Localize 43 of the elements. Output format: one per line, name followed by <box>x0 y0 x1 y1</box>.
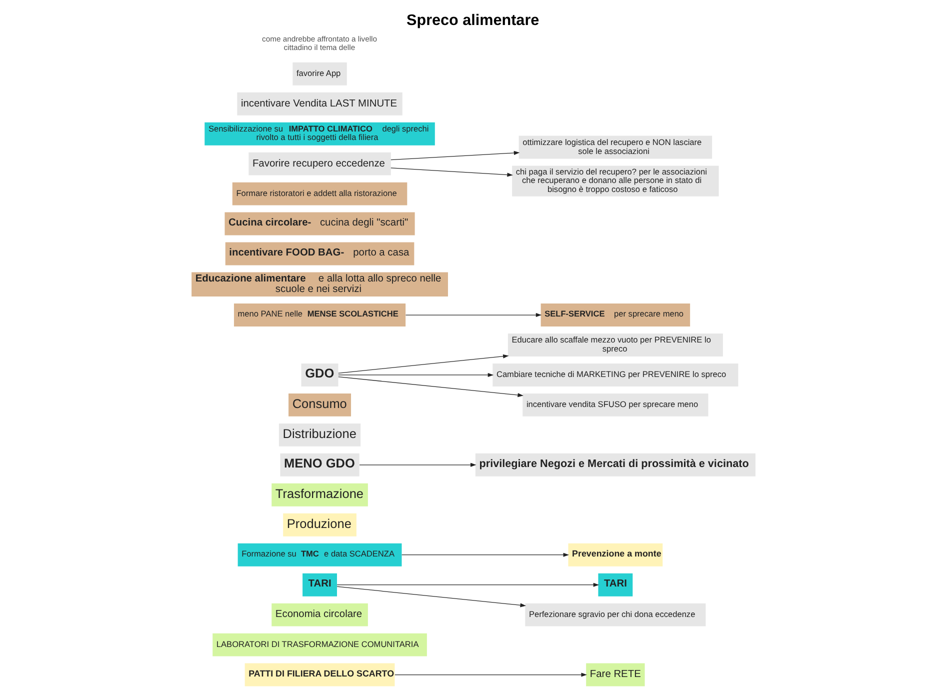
node-box: Formazione su TMC e data SCADENZA <box>238 543 402 566</box>
arrow <box>338 376 524 398</box>
node-box: Prevenzione a monte <box>568 543 663 566</box>
node-box: Cucina circolare-cucina degli "scarti" <box>224 212 415 236</box>
node-box: TARI <box>302 573 337 596</box>
node-box: incentivare vendita SFUSO per sprecare meno <box>522 393 708 416</box>
arrow <box>390 150 520 160</box>
arrow <box>402 552 570 557</box>
arrow <box>359 462 476 467</box>
node-box: Sensibilizzazione su IMPATTO CLIMATICO degli sprechi rivolto a tutti i soggetti della filiera <box>204 122 435 146</box>
node-box: Distribuzione <box>278 423 361 446</box>
node-box: meno PANE nelle MENSE SCOLASTICHE <box>234 304 406 326</box>
node-box: Cambiare tecniche di MARKETING per PREVENIRE lo spreco <box>492 364 738 386</box>
node-box: LABORATORI DI TRASFORMAZIONE COMUNITARIA <box>212 633 427 656</box>
node-box: incentivare Vendita LAST MINUTE <box>237 92 402 116</box>
node-box: incentivare FOOD BAG-porto a casa <box>225 242 414 266</box>
node-box: chi paga il servizio del recupero? per le associazioni che recuperano e donano alle persone in stato di bisogno è troppo costoso e faticoso <box>512 166 719 196</box>
diagram-title: Spreco alimentare <box>406 12 540 29</box>
node-box: TARI <box>598 573 633 596</box>
arrow <box>338 354 509 374</box>
node-box: ottimizzare logistica del recupero e NON lasciare sole le associazioni <box>518 136 712 159</box>
arrow <box>394 672 587 677</box>
node-box: Perfezionare sgravio per chi dona eccedenze <box>525 603 706 626</box>
arrow <box>336 582 600 587</box>
node-box: Consumo <box>288 393 352 416</box>
node-box: Educare allo scaffale mezzo vuoto per PREVENIRE lo spreco <box>508 334 723 356</box>
node-box: Formare ristoratori e addett alla ristorazione <box>232 182 408 206</box>
node-box: Favorire recupero eccedenze <box>248 152 391 176</box>
node-box: MENO GDO <box>280 453 360 476</box>
node-box: Educazione alimentare e alla lotta allo spreco nelle scuole e nei servizi <box>192 272 448 296</box>
node-box: Fare RETE <box>586 663 645 686</box>
node-box: Economia circolare <box>272 603 368 626</box>
node-box: privilegiare Negozi e Mercati di prossimità e vicinato <box>475 453 756 476</box>
node-box: PATTI DI FILIERA DELLO SCARTO <box>244 663 395 686</box>
node-box: GDO <box>301 364 338 386</box>
arrow <box>390 168 513 177</box>
arrow <box>338 372 494 377</box>
node-box: SELF-SERVICE per sprecare meno <box>540 304 690 326</box>
node-box: Trasformazione <box>272 483 368 506</box>
node-box: Produzione <box>283 513 356 536</box>
node-box: favorire App <box>292 62 347 86</box>
arrow <box>336 586 526 608</box>
arrow <box>405 313 542 318</box>
